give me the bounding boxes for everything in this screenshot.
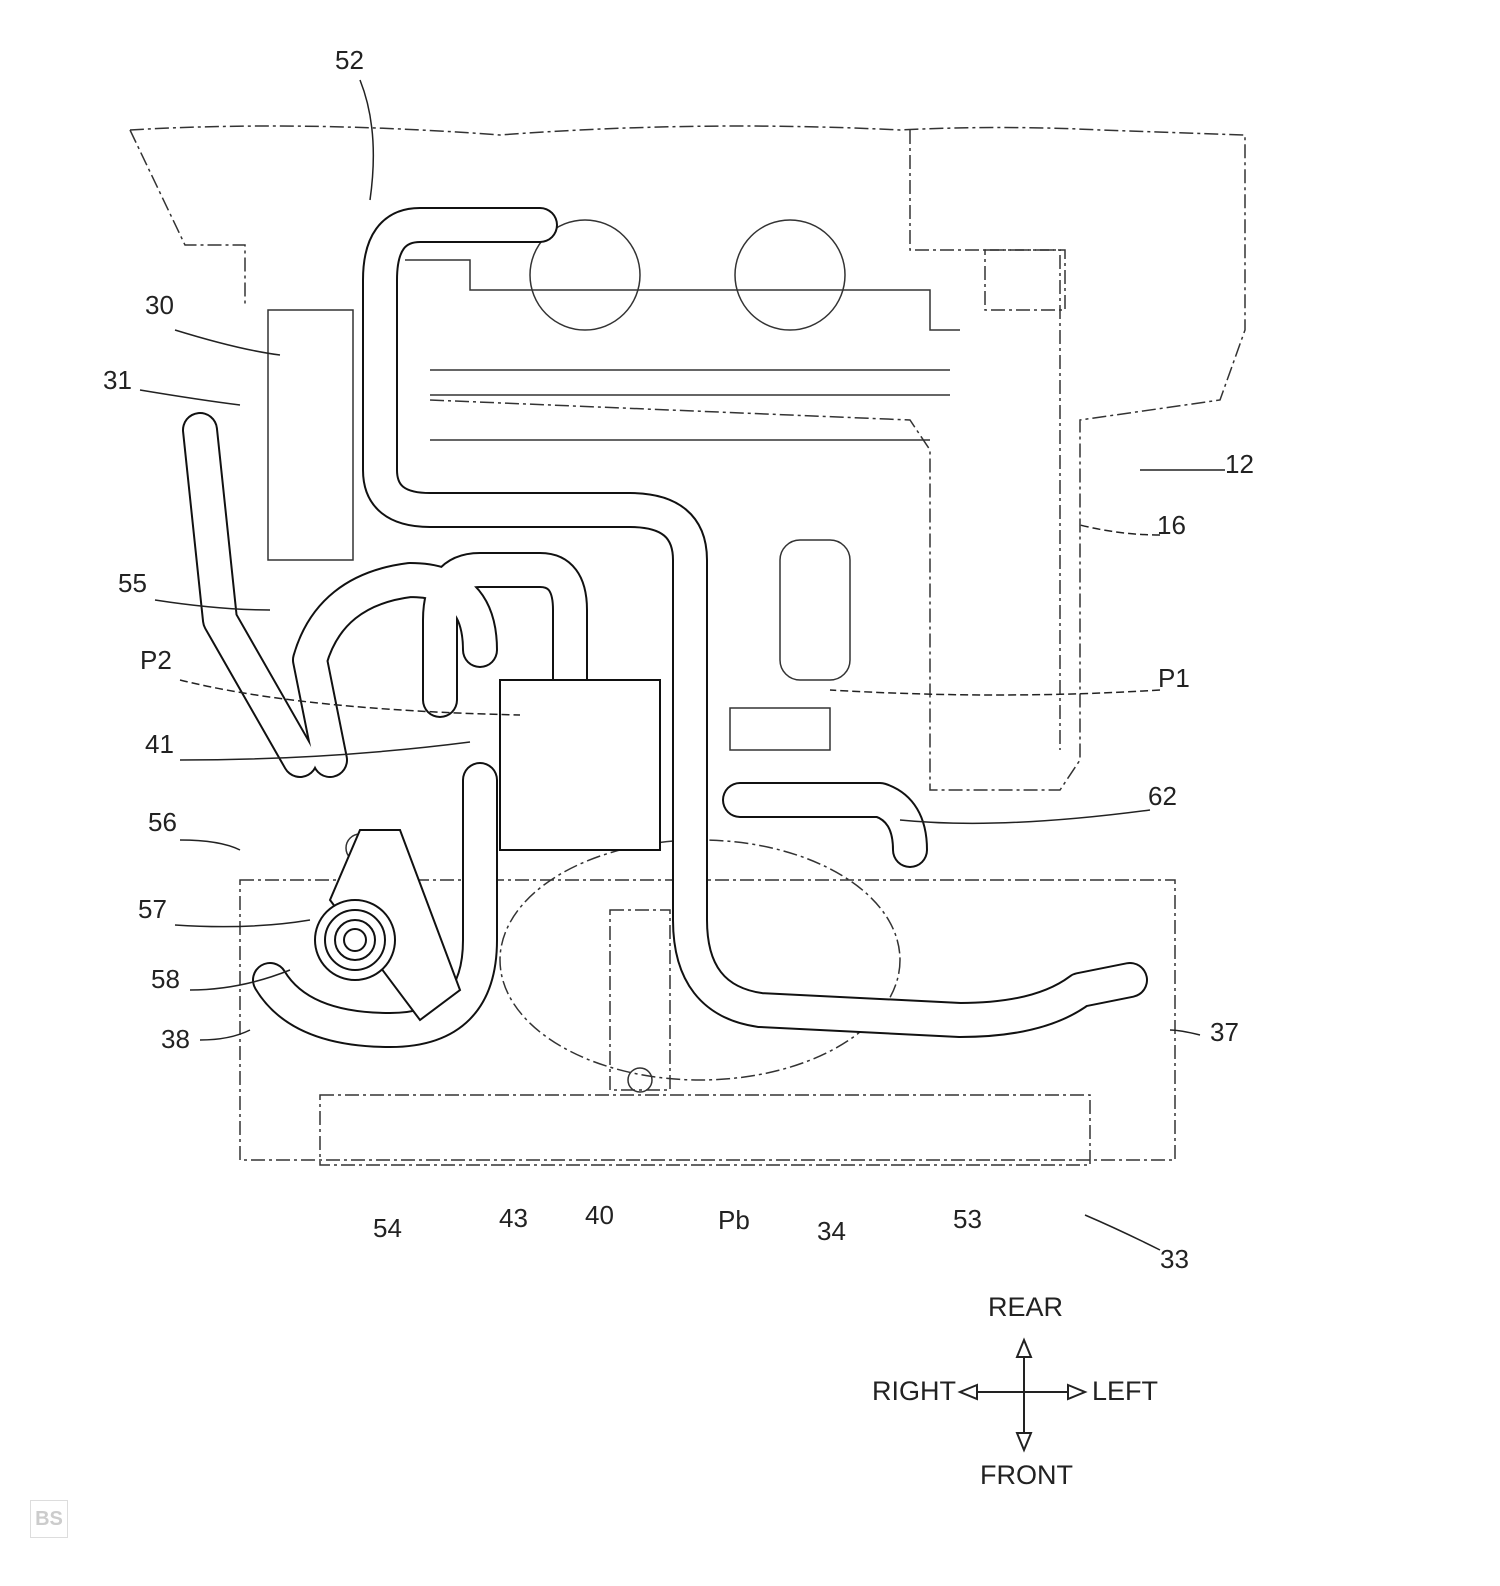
watermark-logo: BS xyxy=(30,1500,68,1538)
compass-right: RIGHT xyxy=(872,1376,956,1406)
compass-left: LEFT xyxy=(1092,1376,1159,1406)
label-55: 55 xyxy=(118,568,147,598)
label-P1: P1 xyxy=(1158,663,1190,693)
label-40: 40 xyxy=(585,1200,614,1230)
label-58: 58 xyxy=(151,964,180,994)
label-30: 30 xyxy=(145,290,174,320)
leader-lines xyxy=(139,79,1225,1251)
label-57: 57 xyxy=(138,894,167,924)
label-12: 12 xyxy=(1225,449,1254,479)
label-41: 41 xyxy=(145,729,174,759)
turbocharger xyxy=(314,679,661,1022)
label-16: 16 xyxy=(1157,510,1186,540)
compass-front: FRONT xyxy=(980,1460,1073,1490)
label-P2: P2 xyxy=(140,645,172,675)
label-56: 56 xyxy=(148,807,177,837)
engine-block-phantom xyxy=(129,125,1246,1166)
label-31: 31 xyxy=(103,365,132,395)
label-37: 37 xyxy=(1210,1017,1239,1047)
direction-arrows xyxy=(957,1337,1088,1453)
label-34: 34 xyxy=(817,1216,846,1246)
label-52: 52 xyxy=(335,45,364,75)
label-62: 62 xyxy=(1148,781,1177,811)
label-54: 54 xyxy=(373,1213,402,1243)
label-33: 33 xyxy=(1160,1244,1189,1274)
compass-rear: REAR xyxy=(988,1292,1064,1322)
label-38: 38 xyxy=(161,1024,190,1054)
label-53: 53 xyxy=(953,1204,982,1234)
exhaust-pipes-fill xyxy=(184,209,1146,1046)
label-43: 43 xyxy=(499,1203,528,1233)
label-Pb: Pb xyxy=(718,1205,750,1235)
